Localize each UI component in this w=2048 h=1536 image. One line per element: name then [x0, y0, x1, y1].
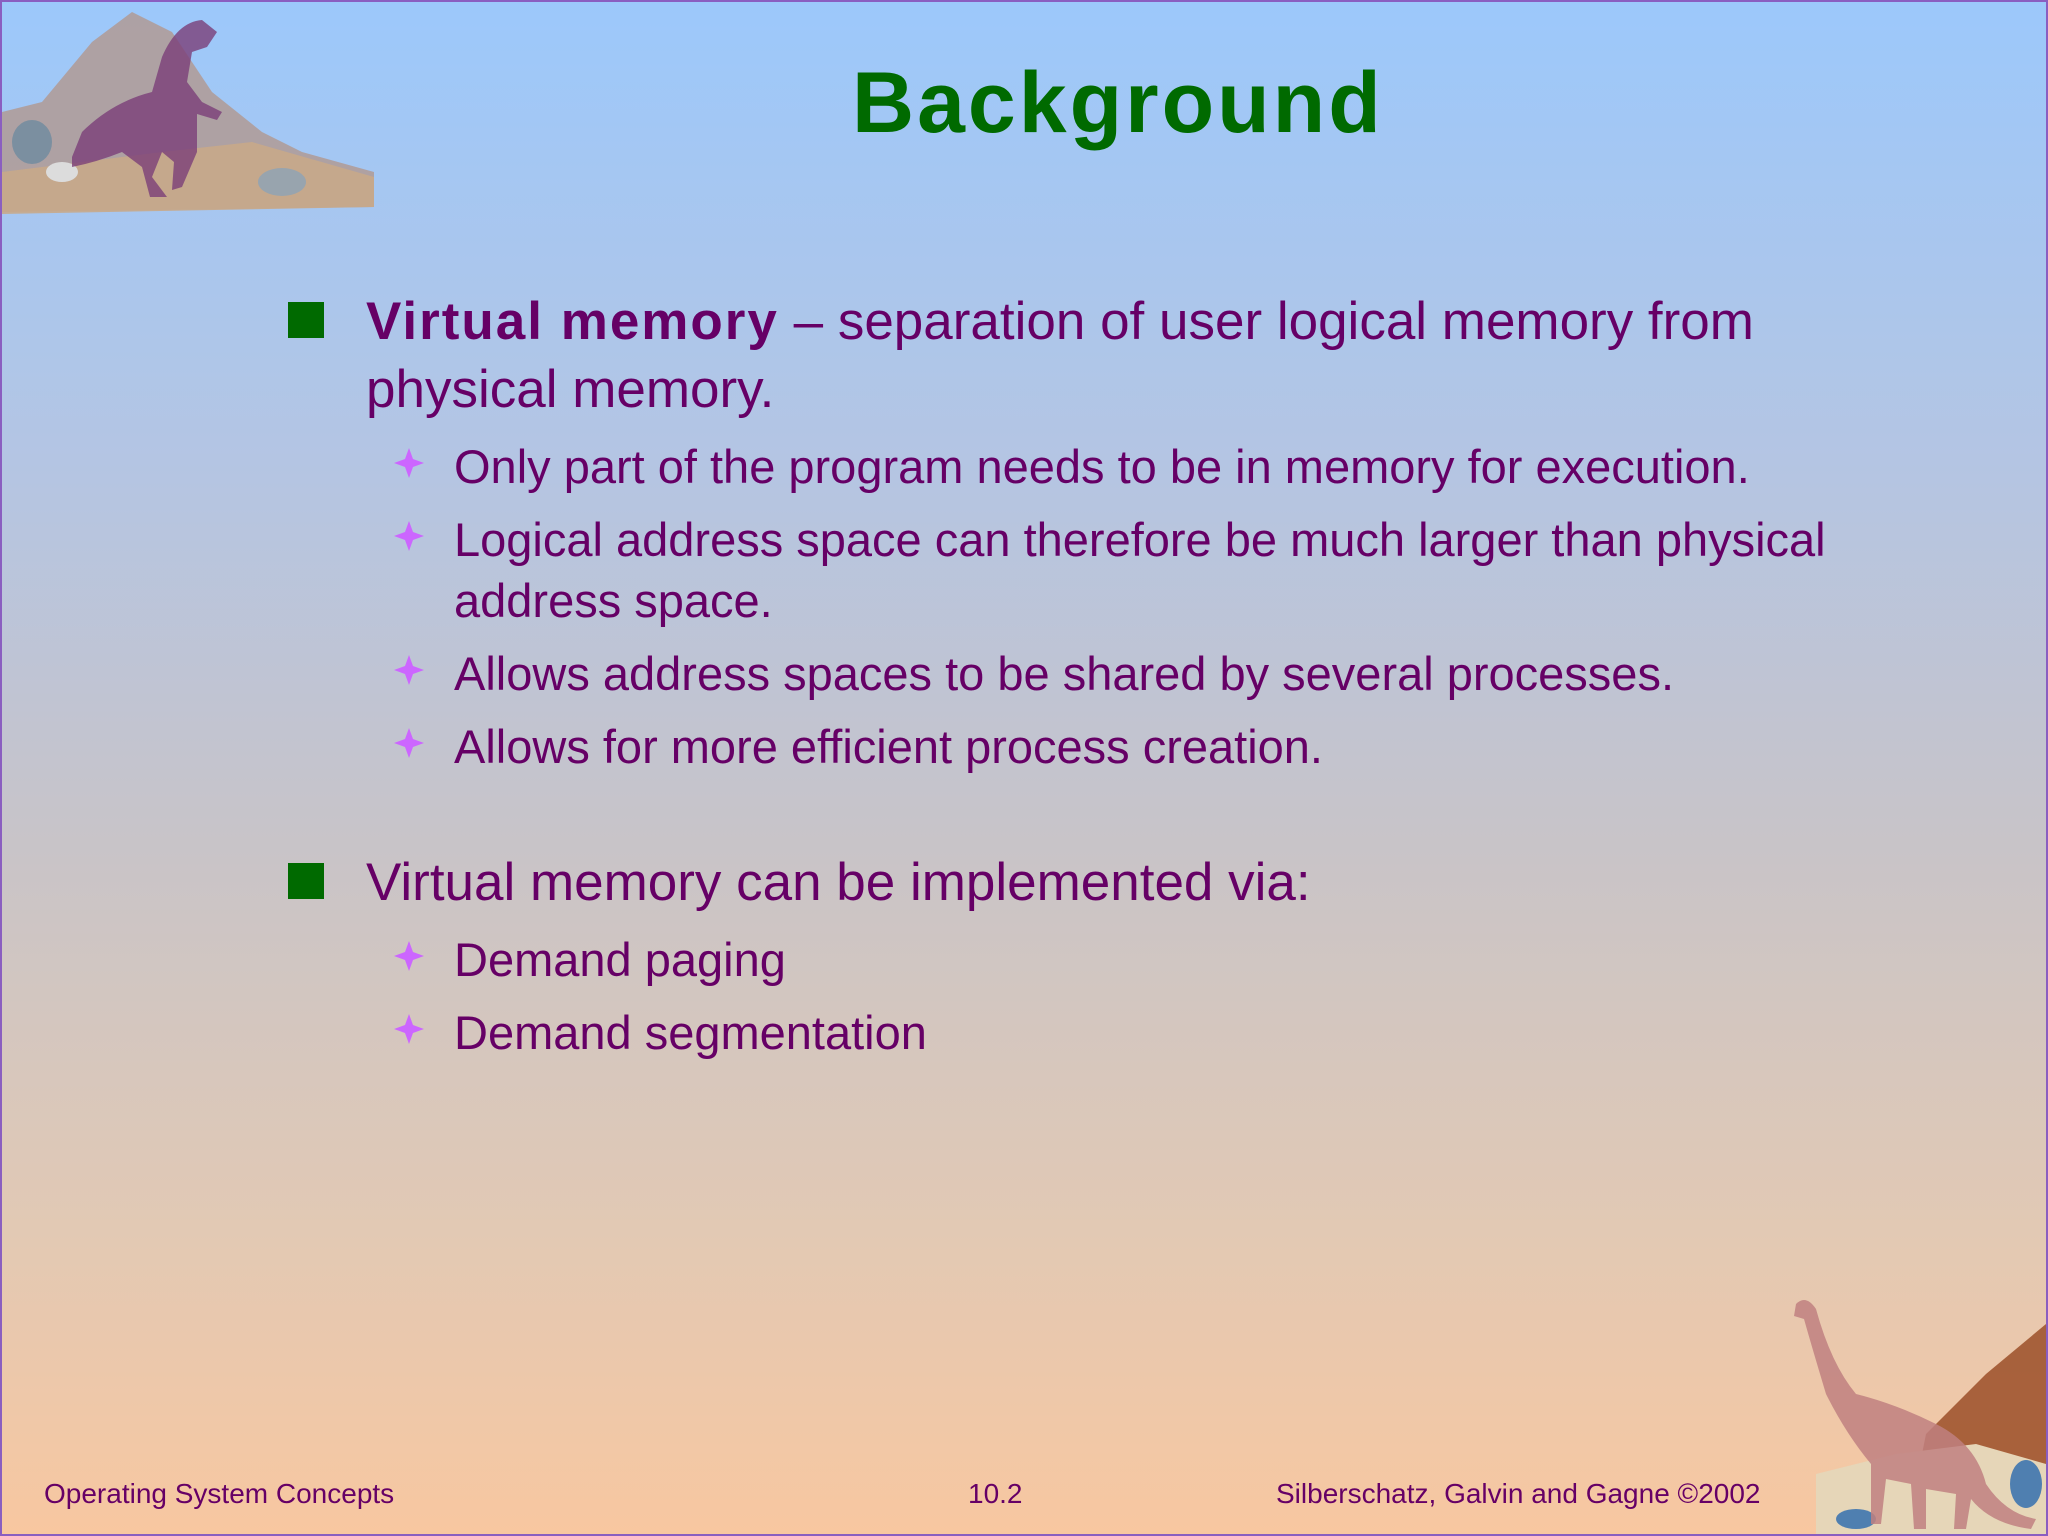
square-bullet-icon — [288, 863, 324, 899]
footer-page-number: 10.2 — [968, 1478, 1023, 1509]
four-point-star-icon — [394, 521, 424, 551]
four-point-star-icon — [394, 448, 424, 478]
bullet-item: Virtual memory – separation of user logi… — [288, 288, 1828, 424]
footer-copyright: Silberschatz, Galvin and Gagne ©2002 — [1276, 1478, 1761, 1509]
slide-content: Virtual memory – separation of user logi… — [288, 288, 1828, 1063]
four-point-star-icon — [394, 941, 424, 971]
sub-bullet-item: Logical address space can therefore be m… — [288, 509, 1828, 631]
sub-bullet-text: Demand paging — [454, 933, 786, 986]
bullet-group-2: Virtual memory can be implemented via: D… — [288, 849, 1828, 1063]
sub-bullet-text: Logical address space can therefore be m… — [454, 513, 1826, 627]
footer-course-title: Operating System Concepts — [44, 1478, 395, 1509]
bullet-bold-term: Virtual memory — [366, 292, 779, 351]
four-point-star-icon — [394, 728, 424, 758]
square-bullet-icon — [288, 302, 324, 338]
brontosaurus-corner-illustration — [1794, 1300, 2046, 1534]
four-point-star-icon — [394, 1014, 424, 1044]
bullet-text: Virtual memory can be implemented via: — [366, 853, 1311, 912]
sub-bullet-item: Demand paging — [288, 929, 1828, 990]
sub-bullet-text: Demand segmentation — [454, 1006, 927, 1059]
sub-bullet-item: Allows for more efficient process creati… — [288, 716, 1828, 777]
sub-bullet-text: Only part of the program needs to be in … — [454, 440, 1750, 493]
slide-title: Background — [852, 55, 1384, 151]
bullet-group-1: Virtual memory – separation of user logi… — [288, 288, 1828, 777]
sub-bullet-item: Only part of the program needs to be in … — [288, 436, 1828, 497]
bullet-text: – separation of user logical memory from… — [366, 292, 1754, 419]
sub-bullet-text: Allows for more efficient process creati… — [454, 720, 1323, 773]
sub-bullet-item: Demand segmentation — [288, 1002, 1828, 1063]
bullet-item: Virtual memory can be implemented via: — [288, 849, 1828, 917]
four-point-star-icon — [394, 655, 424, 685]
sub-bullet-text: Allows address spaces to be shared by se… — [454, 647, 1675, 700]
trex-corner-illustration — [2, 12, 374, 218]
sub-bullet-item: Allows address spaces to be shared by se… — [288, 643, 1828, 704]
